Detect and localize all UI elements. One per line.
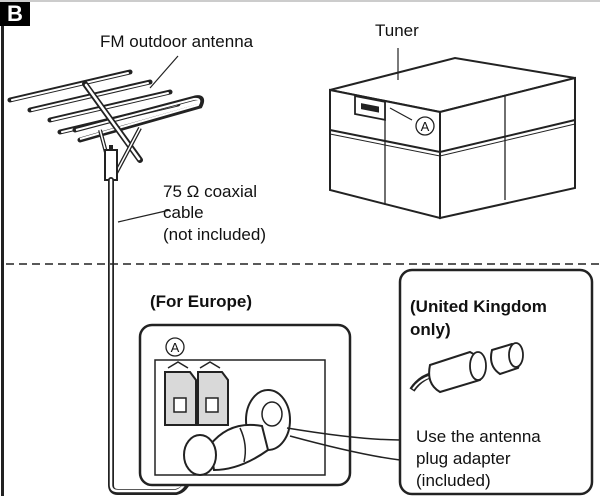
cable-label-line1: 75 Ω coaxial xyxy=(163,182,257,201)
fm-antenna-label: FM outdoor antenna xyxy=(100,32,254,51)
cable-label-line2: cable xyxy=(163,203,204,222)
tuner-illustration xyxy=(329,48,576,220)
inset-connector-lower xyxy=(289,435,401,461)
section-badge: B xyxy=(0,0,30,26)
cable-label-line3: (not included) xyxy=(163,225,266,244)
adapter-label-line3: (included) xyxy=(416,471,491,490)
uk-inset xyxy=(398,268,594,496)
section-badge-letter: B xyxy=(7,1,23,26)
tuner-label: Tuner xyxy=(375,21,419,40)
inset-connector-upper xyxy=(286,427,401,441)
uk-label-line2: only) xyxy=(410,320,451,339)
adapter-label-line1: Use the antenna xyxy=(416,427,541,446)
svg-text:A: A xyxy=(421,119,430,134)
svg-text:A: A xyxy=(171,340,180,355)
frame-left-edge xyxy=(1,26,4,496)
marker-a-top: A xyxy=(415,116,435,136)
fm-outdoor-antenna-illustration xyxy=(7,55,205,181)
marker-a-bottom: A xyxy=(165,337,185,357)
for-europe-label: (For Europe) xyxy=(150,292,252,311)
uk-label-line1: (United Kingdom xyxy=(410,297,547,316)
europe-inset xyxy=(138,323,352,487)
adapter-label-line2: plug adapter xyxy=(416,449,511,468)
